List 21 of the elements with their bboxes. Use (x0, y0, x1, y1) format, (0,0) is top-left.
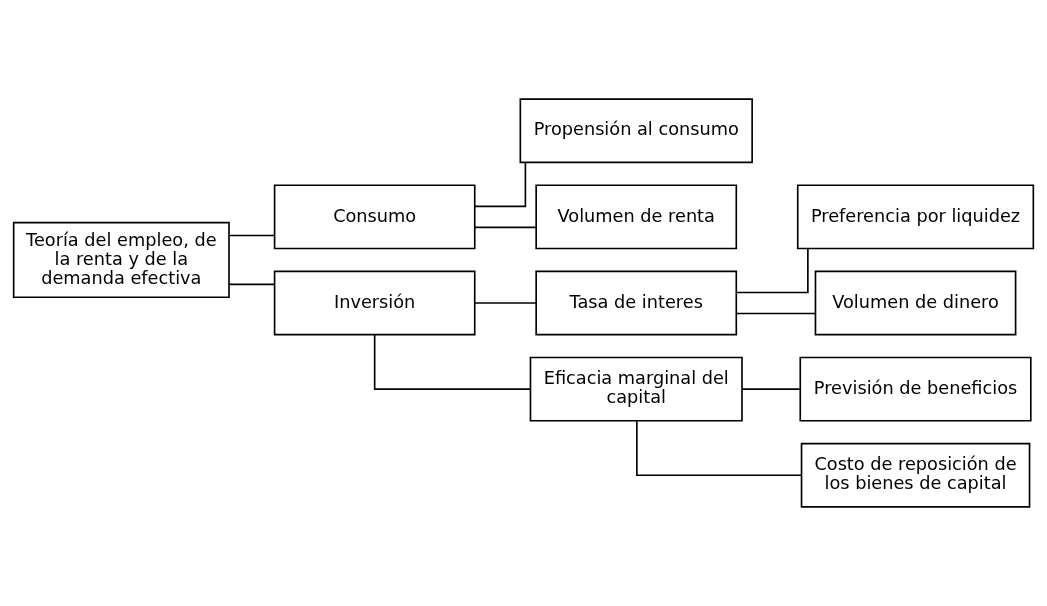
connector (228, 234, 276, 237)
node-box: Inversión (273, 270, 476, 336)
connector (636, 420, 803, 477)
connector (474, 302, 537, 304)
connector (474, 226, 537, 229)
connector (228, 283, 276, 286)
connector (473, 161, 527, 208)
node-box: Volumen de renta (535, 184, 738, 250)
connector (735, 248, 809, 294)
node-box: Costo de reposición de los bienes de capital (800, 442, 1031, 508)
connector (741, 388, 801, 390)
node-box: Consumo (273, 184, 476, 250)
node-box: Propensión al consumo (519, 98, 753, 164)
node-box: Teoría del empleo, de la renta y de la demanda efectiva (12, 221, 230, 299)
node-box: Eficacia marginal del capital (529, 356, 743, 422)
node-box: Previsión de beneficios (799, 356, 1032, 422)
connector (735, 312, 816, 315)
node-box: Volumen de dinero (814, 270, 1017, 336)
node-box: Preferencia por liquidez (796, 184, 1035, 250)
node-box: Tasa de interes (535, 270, 738, 336)
connector (373, 334, 532, 390)
